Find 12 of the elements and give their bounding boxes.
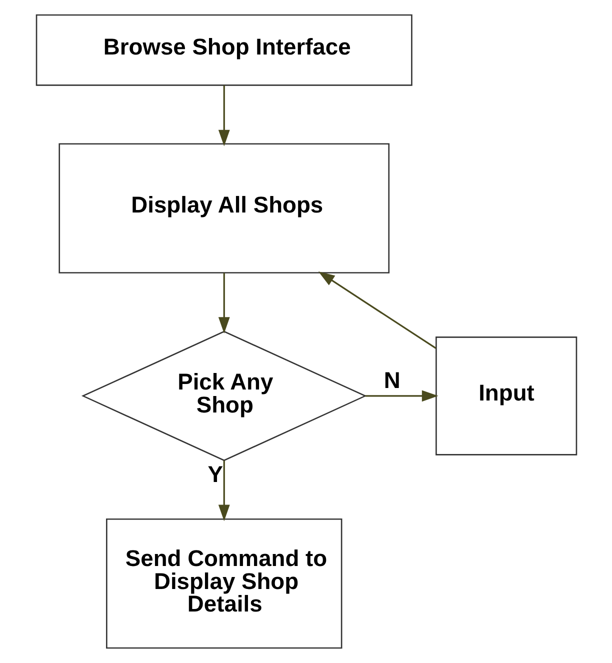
edge-label: N [383,367,400,394]
node-diamond: Pick Any Shop [80,330,366,462]
arrow [218,272,230,334]
node-box: Display All Shops [58,143,390,274]
arrow [364,390,438,402]
arrow [218,460,230,522]
arrow [318,272,436,349]
arrow [218,85,230,146]
node-box: Input [435,336,577,456]
node-box: Send Command to Display Shop Details [106,518,342,649]
edge-label: Y [207,460,223,487]
node-box: Browse Shop Interface [35,14,412,86]
